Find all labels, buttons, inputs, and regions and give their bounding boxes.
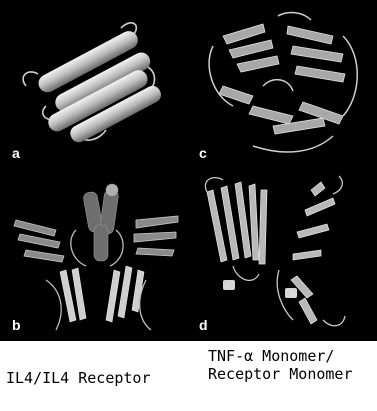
caption-receptor-monomer: Receptor Monomer [208,365,353,383]
figure-protein-structures: a c [0,0,377,341]
caption-right: TNF-α Monomer/ Receptor Monomer [208,347,353,383]
caption-tnf-monomer: TNF-α Monomer/ [208,347,353,365]
caption-il4-receptor: IL4/IL4 Receptor [6,369,151,387]
panel-c-structure [193,6,371,164]
panel-d: d [193,170,371,336]
caption-left: IL4/IL4 Receptor [6,369,151,387]
panel-d-structure [193,170,371,336]
panel-label-b: b [12,318,21,332]
panel-label-a: a [12,146,20,160]
panel-label-c: c [199,146,207,160]
panel-b: b [6,170,189,336]
panel-label-d: d [199,318,208,332]
panel-c: c [193,6,371,164]
panel-a-structure [6,6,189,164]
panel-a: a [6,6,189,164]
panel-b-structure [6,170,189,336]
